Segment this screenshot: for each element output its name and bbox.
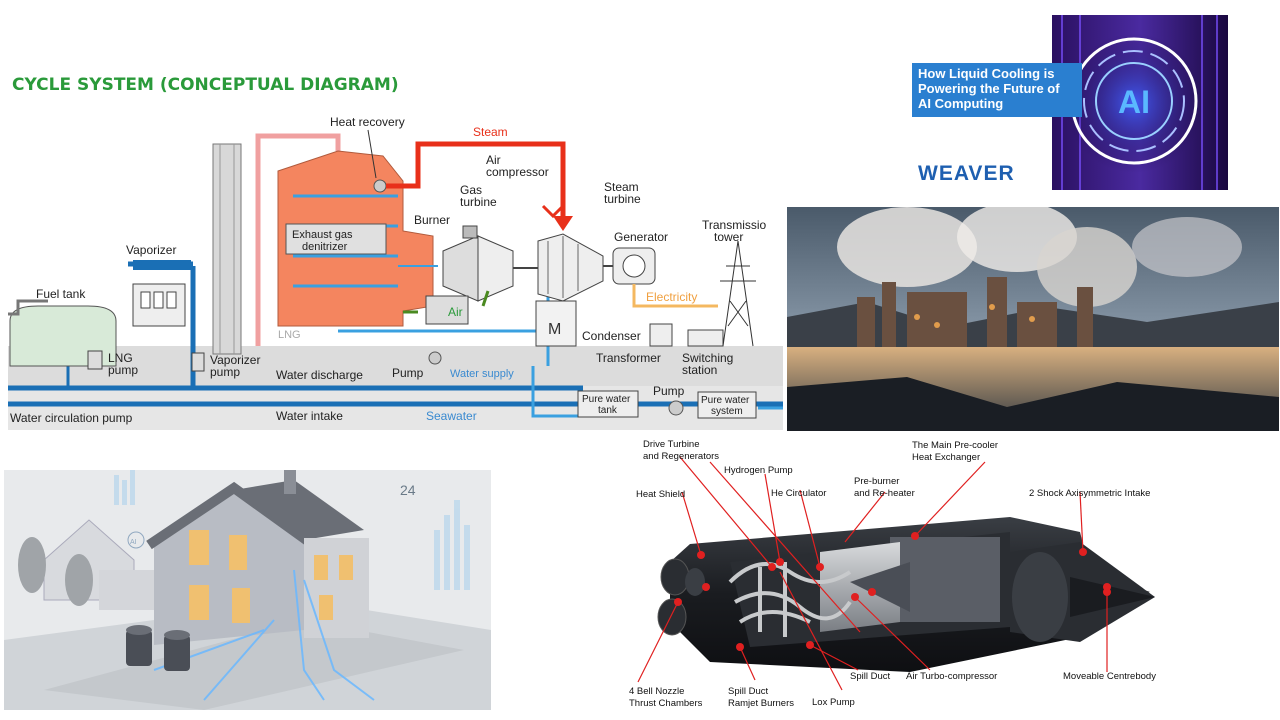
label-heat-shield: Heat Shield <box>636 489 685 500</box>
label-condenser: Condenser <box>582 329 641 343</box>
label-air-compressor-1: Air <box>486 153 501 167</box>
label-hydrogen-pump: Hydrogen Pump <box>724 465 793 476</box>
label-generator: Generator <box>614 230 668 244</box>
label-intake: 2 Shock Axisymmetric Intake <box>1029 488 1150 499</box>
label-lng-pump-2: pump <box>108 363 138 377</box>
label-lox-pump: Lox Pump <box>812 697 855 708</box>
svg-text:M: M <box>548 321 561 338</box>
label-exhaust-1: Exhaust gas <box>292 229 353 241</box>
label-gas-turbine-2: turbine <box>460 195 497 209</box>
transformer <box>649 323 673 347</box>
weaver-ai-card: AI How Liquid Cooling is Powering the Fu… <box>912 15 1228 190</box>
label-air: Air <box>448 305 463 319</box>
label-transmission-2: tower <box>714 230 743 244</box>
gas-turbine <box>425 225 553 325</box>
label-centrebody: Moveable Centrebody <box>1063 671 1156 682</box>
hud-text: AI <box>130 539 137 546</box>
label-burner: Burner <box>414 213 450 227</box>
label-steam: Steam <box>473 125 508 139</box>
plant-structures <box>857 277 1093 347</box>
label-preburner-2: and Re-heater <box>854 488 915 499</box>
label-pump2: Pump <box>653 384 685 398</box>
main-house <box>146 470 369 645</box>
weaver-logo: WEAVER <box>918 162 1015 185</box>
hud-number: 24 <box>400 482 416 498</box>
label-exhaust-2: denitrizer <box>302 241 348 253</box>
heat-pump-units <box>126 625 190 671</box>
smart-house-illustration: 24 AI <box>4 470 491 710</box>
label-switching-2: station <box>682 363 717 377</box>
engine-cutaway-diagram: Drive Turbine and Regenerators Hydrogen … <box>610 432 1170 716</box>
label-gas-turbine-1: Gas <box>460 183 482 197</box>
label-seawater: Seawater <box>426 409 477 423</box>
label-switching-1: Switching <box>682 351 733 365</box>
label-fuel-tank: Fuel tank <box>36 287 86 301</box>
label-vaporizer-pump-2: pump <box>210 365 240 379</box>
label-headline-2: Powering the Future of <box>918 81 1060 96</box>
label-drive-turbine-2: and Regenerators <box>643 451 719 462</box>
label-steam-turbine-2: turbine <box>604 192 641 206</box>
label-spill-duct: Spill Duct <box>850 671 890 682</box>
exhaust-denitrizer <box>285 223 387 255</box>
label-electricity: Electricity <box>646 290 697 304</box>
cycle-system-diagram: CYCLE SYSTEM (CONCEPTUAL DIAGRAM) Exhaus… <box>8 66 783 430</box>
label-water-discharge: Water discharge <box>276 368 363 382</box>
label-air-compressor-2: compressor <box>486 165 549 179</box>
engine-internals <box>657 537 1155 642</box>
cycle-title: CYCLE SYSTEM (CONCEPTUAL DIAGRAM) <box>12 75 399 95</box>
label-pump: Pump <box>392 366 424 380</box>
label-drive-turbine-1: Drive Turbine <box>643 439 700 450</box>
transmission-tower <box>720 240 756 347</box>
label-heat-recovery: Heat recovery <box>330 115 405 129</box>
label-bell-2: Thrust Chambers <box>629 698 703 709</box>
switching-station <box>687 329 724 347</box>
label-lng-pump-1: LNG <box>108 351 133 365</box>
label-pure-water-system-1: Pure water <box>701 395 750 406</box>
label-air-turbo: Air Turbo-compressor <box>906 671 997 682</box>
pure-water-system <box>697 391 757 419</box>
label-pure-water-tank-1: Pure water <box>582 394 631 405</box>
ai-badge: AI <box>1118 84 1150 120</box>
label-pure-water-system-2: system <box>711 406 743 417</box>
steam-turbine: M <box>535 233 604 347</box>
label-water-supply: Water supply <box>450 368 514 380</box>
chimney <box>212 143 242 355</box>
label-steam-turbine-1: Steam <box>604 180 639 194</box>
label-he-circulator: He Circulator <box>771 488 826 499</box>
headline-box <box>912 63 1082 117</box>
label-preburner-1: Pre-burner <box>854 476 899 487</box>
label-transmission-1: Transmissio <box>702 218 767 232</box>
label-precooler-2: Heat Exchanger <box>912 452 980 463</box>
label-water-intake: Water intake <box>276 409 343 423</box>
label-vaporizer-pump-1: Vaporizer <box>210 353 260 367</box>
label-water-circulation-pump: Water circulation pump <box>10 411 133 425</box>
label-spill-ramjet-1: Spill Duct <box>728 686 768 697</box>
industrial-plant-photo <box>787 207 1279 431</box>
label-pure-water-tank-2: tank <box>598 405 618 416</box>
label-headline-1: How Liquid Cooling is <box>918 66 1054 81</box>
label-bell-1: 4 Bell Nozzle <box>629 686 684 697</box>
label-headline-3: AI Computing <box>918 96 1003 111</box>
label-vaporizer: Vaporizer <box>126 243 176 257</box>
label-lng: LNG <box>278 329 301 341</box>
label-spill-ramjet-2: Ramjet Burners <box>728 698 794 709</box>
pure-water-tank <box>577 390 639 418</box>
label-transformer: Transformer <box>596 351 661 365</box>
label-precooler-1: The Main Pre-cooler <box>912 440 998 451</box>
